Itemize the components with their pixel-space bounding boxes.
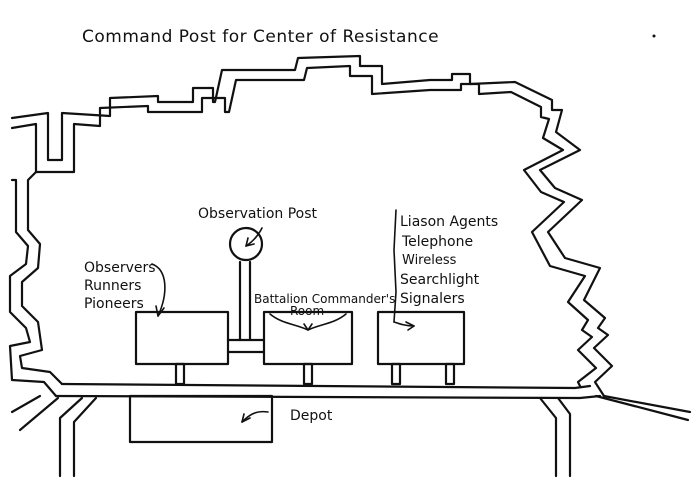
observation-arrowhead xyxy=(245,237,255,247)
left-group-arrowhead xyxy=(155,305,165,317)
observation-shaft xyxy=(238,260,252,342)
label-battalion-commander: Battalion Commander's xyxy=(254,292,395,306)
right-shelter xyxy=(376,310,466,366)
right-group-arrow xyxy=(393,321,415,327)
depot-arrowhead xyxy=(241,413,251,423)
observation-post-label: Observation Post xyxy=(198,206,318,222)
right-group-arrowhead xyxy=(405,321,415,331)
label-wireless: Wireless xyxy=(402,253,457,268)
diagram-title: Command Post for Center of Resistance xyxy=(82,27,439,47)
left-shelter xyxy=(134,310,230,366)
label-signalers: Signalers xyxy=(400,291,465,307)
main-trench-upper xyxy=(60,382,592,390)
trench-left-inner xyxy=(18,170,64,386)
trench-inner-line xyxy=(10,64,598,388)
depot-label: Depot xyxy=(290,408,333,424)
left-group-bracket xyxy=(151,263,166,317)
label-runners: Runners xyxy=(84,278,141,294)
label-searchlight: Searchlight xyxy=(400,272,480,288)
right-shelter-passage-left xyxy=(390,362,402,386)
label-observers: Observers xyxy=(84,260,156,276)
trench-outer-line xyxy=(10,54,692,414)
depot-box xyxy=(128,394,274,444)
left-shelter-passage xyxy=(174,362,186,386)
label-pioneers: Pioneers xyxy=(84,296,144,312)
right-shelter-passage-right xyxy=(444,362,456,386)
label-room: Room xyxy=(290,304,324,318)
lower-right-branch xyxy=(538,394,690,478)
battalion-arrowhead xyxy=(303,323,313,331)
observation-post-circle xyxy=(228,226,264,262)
label-telephone: Telephone xyxy=(401,234,473,250)
trench-left-outer xyxy=(8,178,58,398)
label-liason-agents: Liason Agents xyxy=(400,214,498,230)
right-group-bracket xyxy=(393,209,397,323)
middle-shelter-passage xyxy=(302,362,314,386)
shelter-connector xyxy=(226,338,266,354)
battalion-commander-room xyxy=(262,310,354,366)
lower-left-branch xyxy=(10,394,98,478)
stray-mark xyxy=(652,34,656,38)
